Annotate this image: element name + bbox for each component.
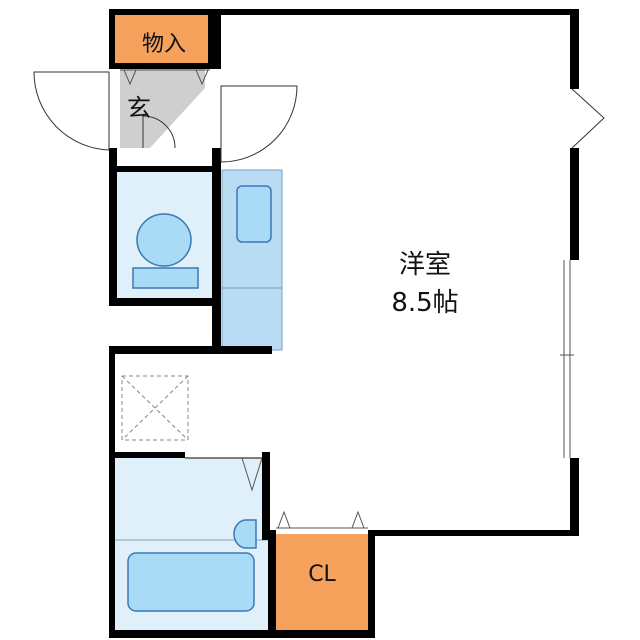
entrance-door-left (33, 71, 110, 151)
closet-label: CL (308, 562, 336, 587)
bay-window (571, 88, 605, 149)
entrance-label: 玄 (127, 94, 151, 122)
western-room-label: 洋室 (398, 250, 451, 280)
closet-door-left (277, 510, 291, 529)
storage-door-left (123, 69, 137, 86)
walls (109, 9, 579, 638)
entrance-floor (120, 68, 205, 148)
window (560, 260, 574, 458)
closet-door-right (351, 510, 365, 529)
toilet-bowl (136, 213, 192, 267)
storage-label: 物入 (141, 32, 186, 57)
washer-cross-b (121, 375, 189, 441)
storage-room (115, 15, 215, 63)
bath-washbasin (233, 519, 257, 549)
entrance-door-right (220, 85, 298, 163)
sink (236, 185, 272, 243)
toilet-tank (132, 267, 199, 289)
washer-space (121, 375, 189, 441)
bath-door-swing (241, 457, 263, 492)
bathtub (127, 552, 255, 612)
entrance-inner-door (142, 115, 176, 149)
closet (274, 534, 368, 630)
storage-door-right (195, 69, 209, 86)
western-room-size: 8.5帖 (391, 288, 459, 318)
